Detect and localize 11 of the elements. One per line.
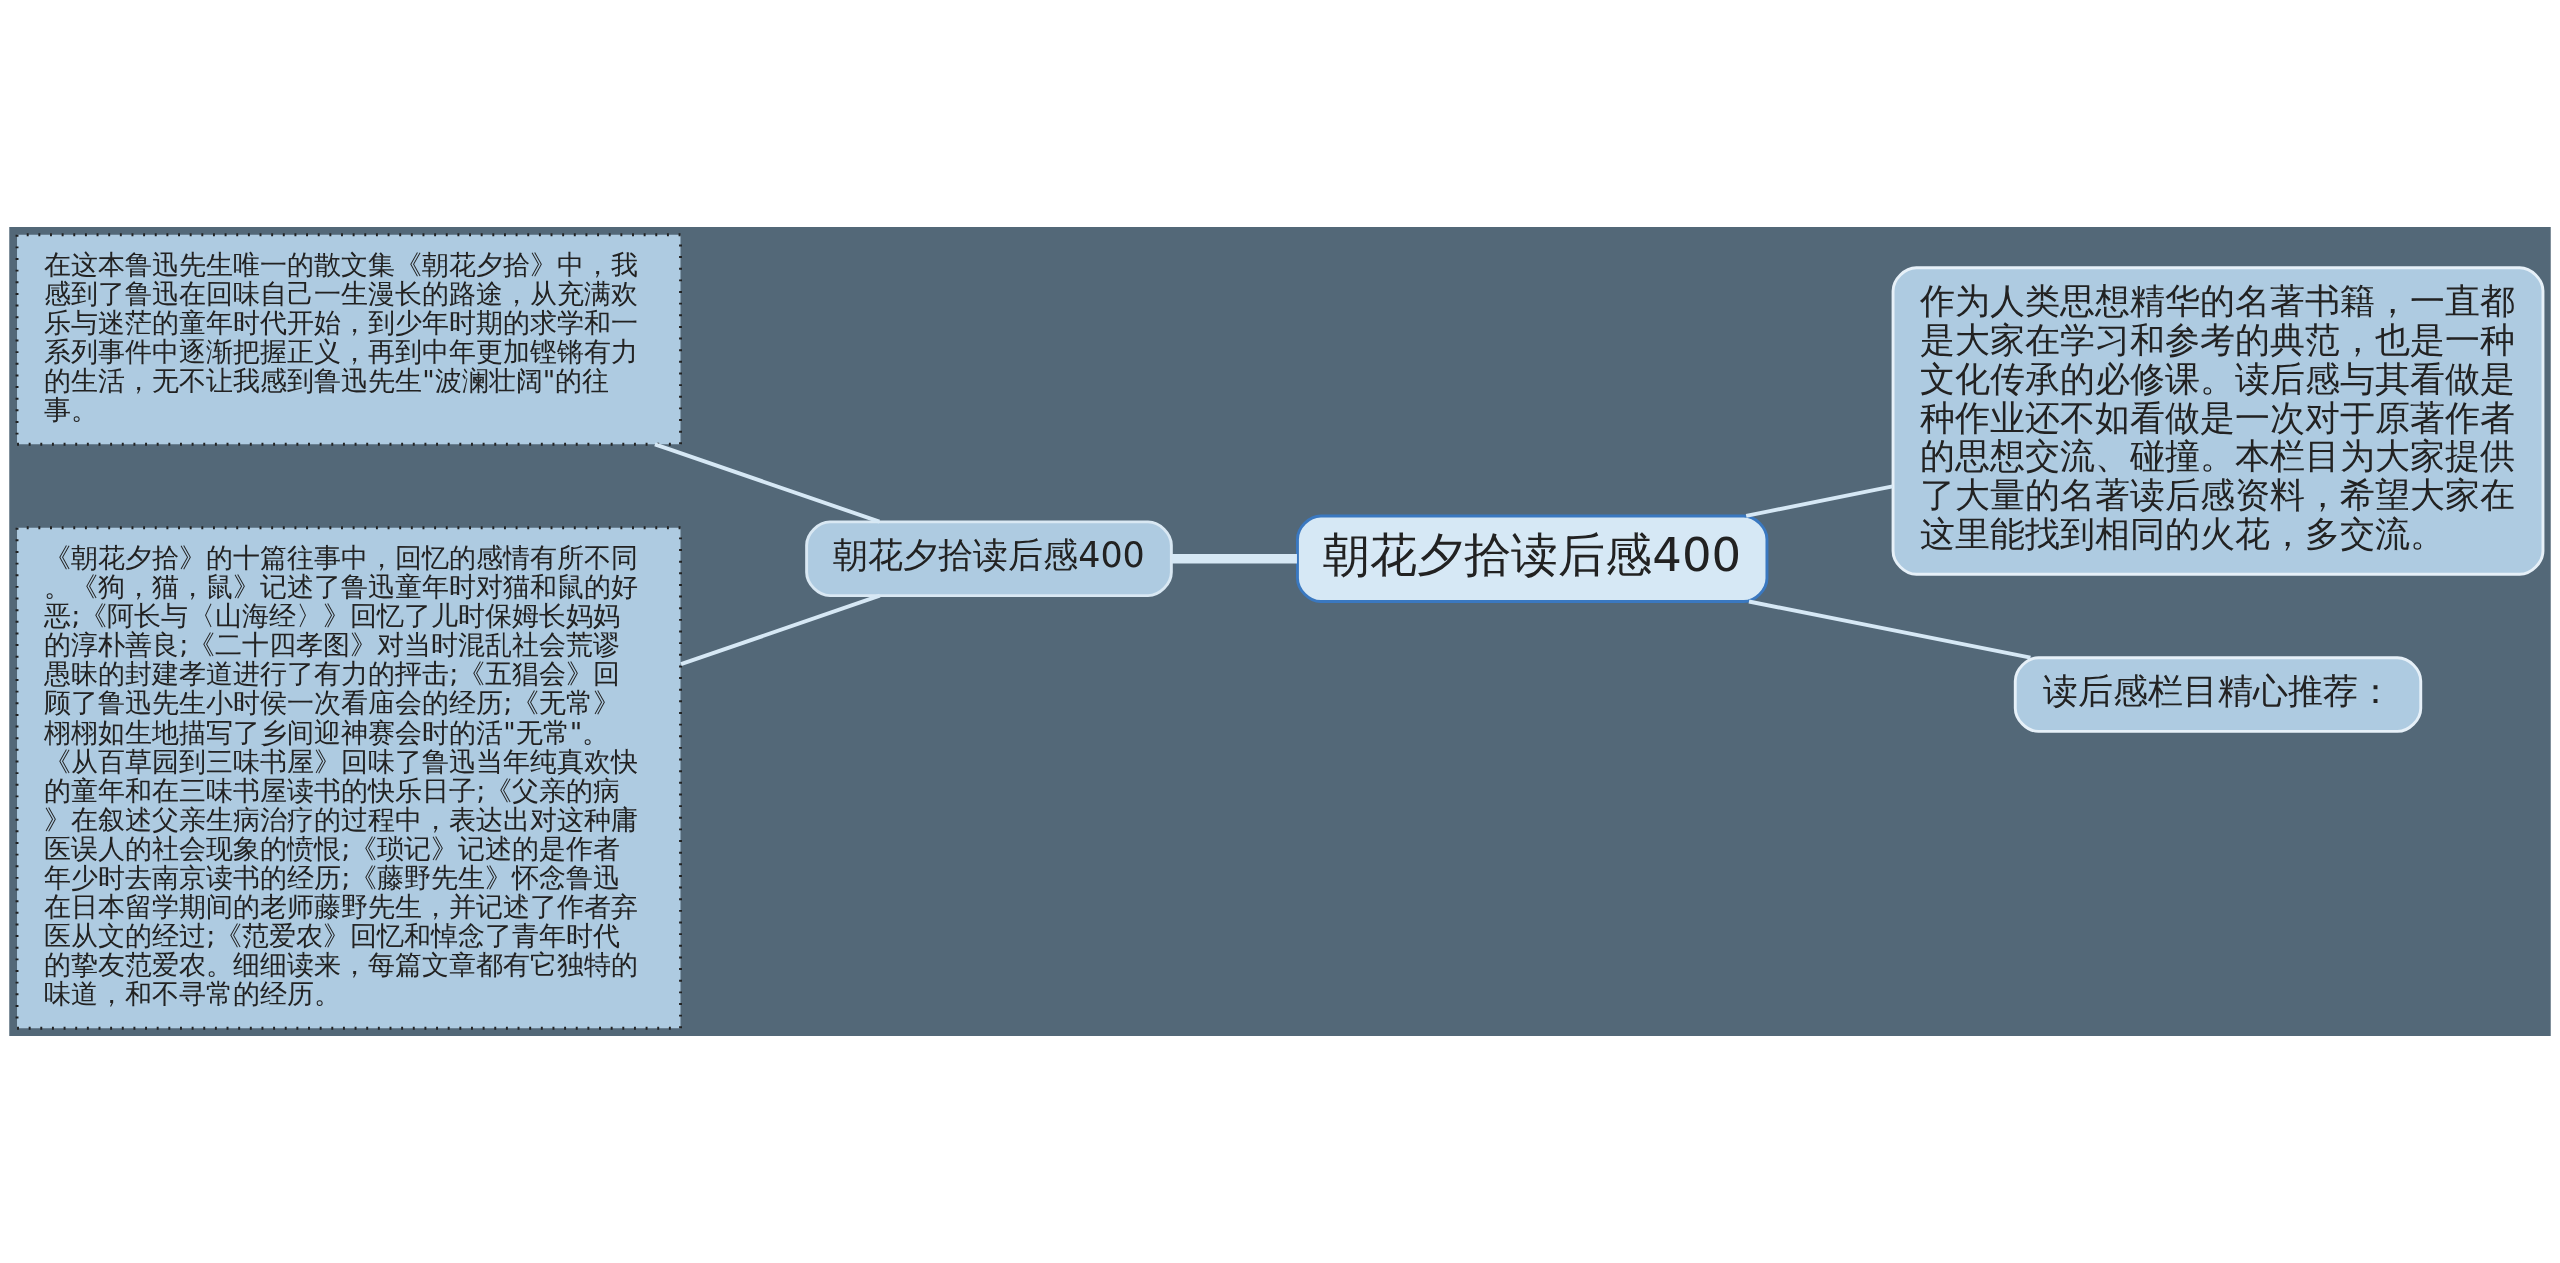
node-box: 《朝花夕拾》的十篇往事中，回忆的感情有所不同。《狗，猫，鼠》记述了鲁迅童年时对猫和鼠的好恶;《阿长与〈山海经〉》回忆了儿时保姆长妈妈的淳朴善良;《二十四孝图》对当时混乱社会荒谬愚昧的封建孝道进行了有力的抨击;《五猖会》回顾了鲁迅先生小时侯一次看庙会的经历;《无常》栩栩如生地描写了乡间迎神赛会时的活"无常"。《从百草园到三味书屋》回味了鲁迅当年纯真欢快的童年和在三味书屋读书的快乐日子;《父亲的病》在叙述父亲生病治疗的过程中，表达出对这种庸医误人的社会现象的愤恨;《琐记》记述的是作者年少时去南京读书的经历;《藤野先生》怀念鲁迅在日本留学期间的老师藤野先生，并记述了作者弃医从文的经过;《范爱农》回忆和悼念了青年时代的挚友范爱农。细细读来，每篇文章都有它独特的味道，和不寻常的经历。: [15, 526, 682, 1030]
node-box: 读后感栏目精心推荐：: [2013, 656, 2423, 733]
node-box: 在这本鲁迅先生唯一的散文集《朝花夕拾》中，我感到了鲁迅在回味自己一生漫长的路途，从充满欢乐与迷茫的童年时代开始，到少年时期的求学和一系列事件中逐渐把握正义，再到中年更加铿锵有力的生活，无不让我感到鲁迅先生"波澜壮阔"的往事。: [15, 233, 682, 446]
node-box: 朝花夕拾读后感400: [1296, 514, 1769, 603]
connector: [1172, 553, 1297, 564]
node-box: 作为人类思想精华的名著书籍，一直都是大家在学习和参考的典范，也是一种文化传承的必修课。读后感与其看做是种作业还不如看做是一次对于原著作者的思想交流、碰撞。本栏目为大家提供了大量的名著读后感资料，希望大家在这里能找到相同的火花，多交流。: [1891, 266, 2545, 576]
connector: [1748, 599, 2031, 660]
connector: [680, 593, 881, 667]
connector: [1745, 484, 1894, 518]
node-box: 朝花夕拾读后感400: [805, 520, 1173, 598]
connector: [654, 442, 880, 524]
